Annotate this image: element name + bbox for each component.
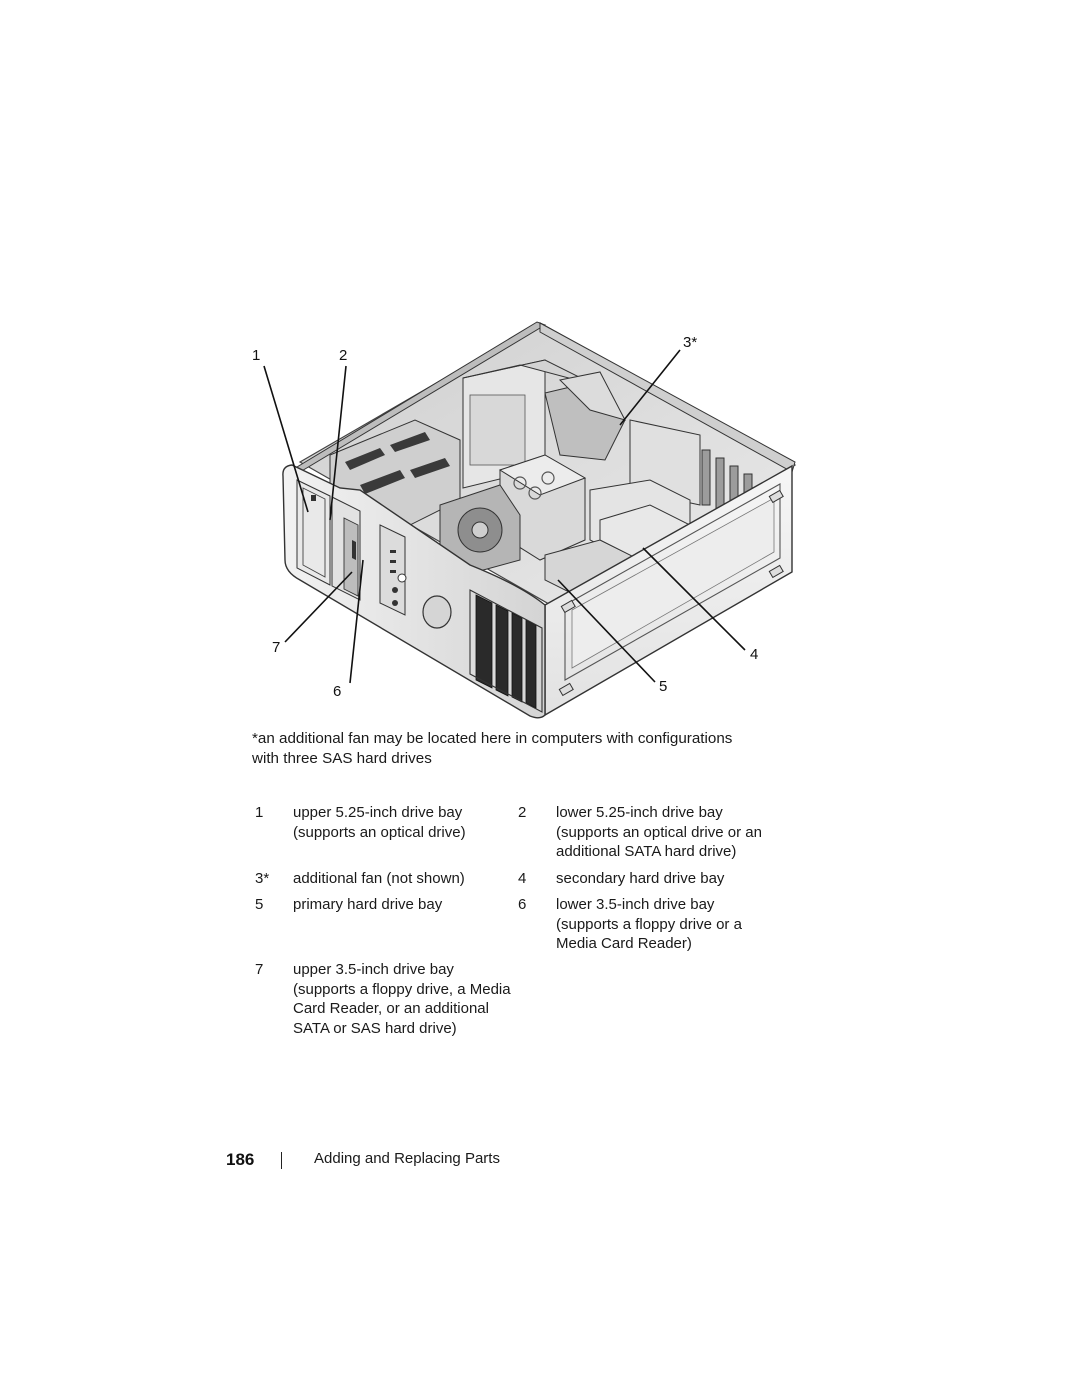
legend-num-5: 5: [255, 896, 264, 913]
legend-text-1: upper 5.25-inch drive bay (supports an o…: [293, 804, 466, 841]
legend-text-2: lower 5.25-inch drive bay (supports an o…: [556, 804, 762, 860]
callout-5: 5: [659, 678, 668, 695]
page-number: 186: [226, 1150, 255, 1169]
legend-num-2: 2: [518, 804, 527, 821]
figure-footnote: *an additional fan may be located here i…: [252, 730, 733, 767]
callout-2: 2: [339, 347, 348, 364]
legend-text-7: upper 3.5-inch drive bay (supports a flo…: [293, 961, 511, 1037]
legend-text-3: additional fan (not shown): [293, 870, 465, 887]
legend-num-1: 1: [255, 804, 264, 821]
legend-num-6: 6: [518, 896, 527, 913]
callout-1: 1: [252, 347, 261, 364]
callout-7: 7: [272, 639, 281, 656]
footer-separator: [281, 1152, 282, 1169]
callout-4: 4: [750, 646, 759, 663]
callout-leader-lines: [263, 349, 746, 684]
legend-text-5: primary hard drive bay: [293, 896, 443, 913]
legend-num-4: 4: [518, 870, 527, 887]
footer-section-title: Adding and Replacing Parts: [314, 1150, 500, 1167]
chassis-drawing: [263, 321, 797, 719]
legend-text-4: secondary hard drive bay: [556, 870, 725, 887]
legend-num-7: 7: [255, 961, 264, 978]
callout-3: 3*: [683, 334, 698, 351]
computer-interior-illustration: 1 2 3* 4 5 6 7: [252, 321, 797, 719]
legend-num-3: 3*: [255, 870, 270, 887]
callout-6: 6: [333, 683, 342, 700]
legend-text-6: lower 3.5-inch drive bay (supports a flo…: [556, 896, 742, 952]
